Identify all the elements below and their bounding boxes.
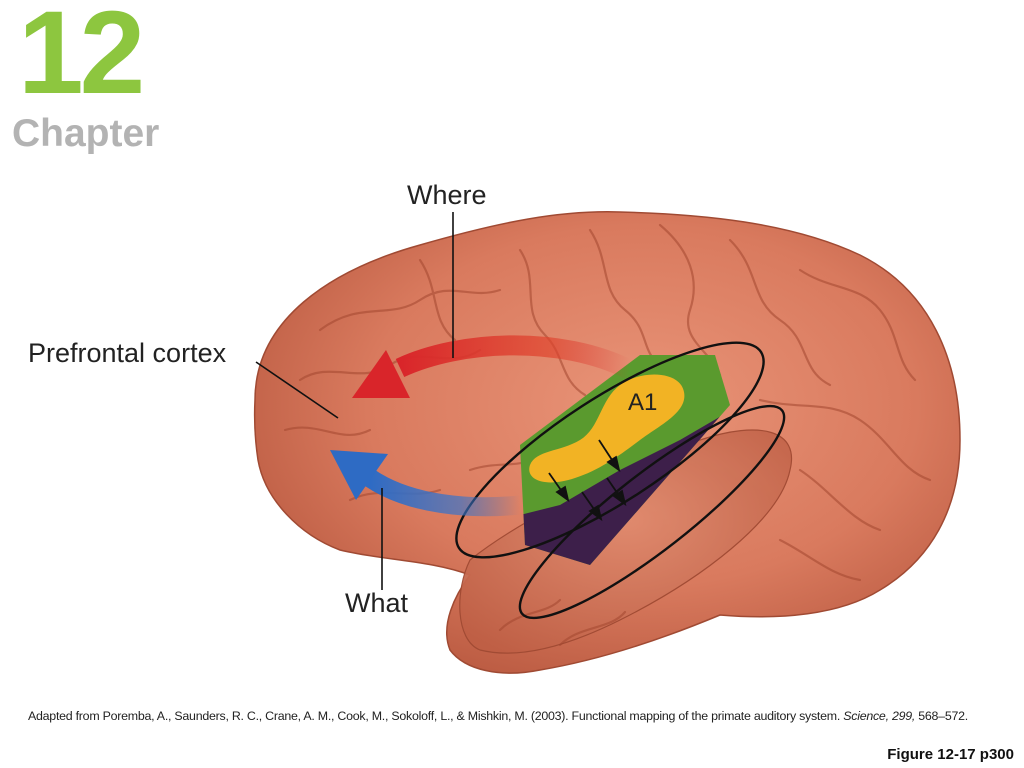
prefrontal-cortex-label: Prefrontal cortex <box>28 338 227 368</box>
a1-area <box>529 374 685 483</box>
internal-flow-arrows <box>548 439 627 522</box>
figure-reference: Figure 12-17 p300 <box>887 746 1014 763</box>
citation: Adapted from Poremba, A., Saunders, R. C… <box>28 709 968 723</box>
where-label: Where <box>407 180 487 210</box>
prefrontal-leader <box>255 361 339 419</box>
what-arrow <box>330 450 521 517</box>
where-arrow <box>352 335 635 398</box>
citation-journal: Science, 299, <box>843 709 916 723</box>
a1-label: A1 <box>628 389 658 416</box>
what-label: What <box>345 588 409 618</box>
chapter-label: Chapter <box>12 112 160 155</box>
citation-text: Adapted from Poremba, A., Saunders, R. C… <box>28 709 844 723</box>
chapter-number: 12 <box>18 0 145 119</box>
lateral-sulcus-outline <box>518 404 786 620</box>
leader-lines <box>255 212 454 590</box>
superior-temporal-outline <box>455 341 765 559</box>
citation-pages: 568–572. <box>915 709 968 723</box>
region-outlines <box>455 341 786 620</box>
